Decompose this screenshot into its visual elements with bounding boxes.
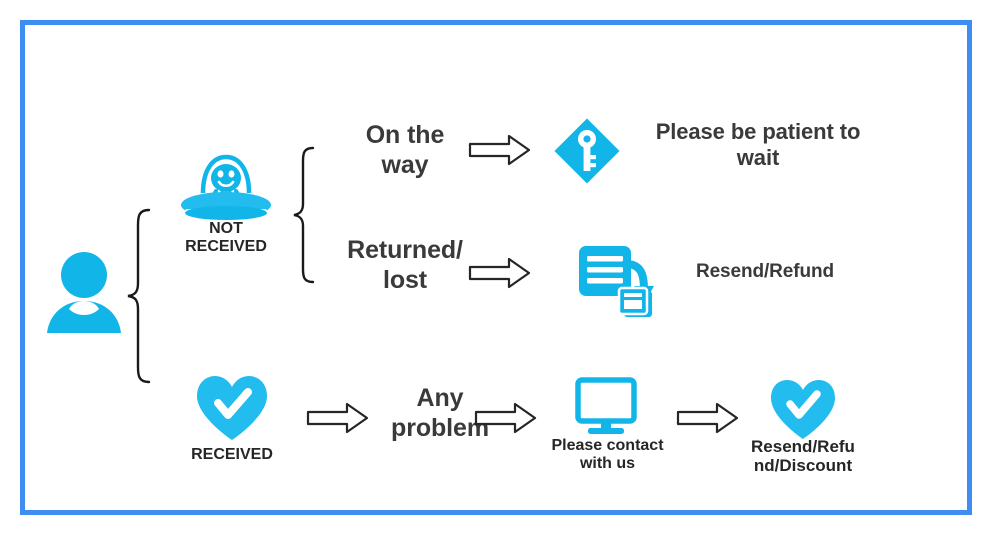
diagram-frame: NOT RECEIVED On the way — [20, 20, 972, 515]
person-icon — [45, 247, 123, 335]
key-diamond-icon — [547, 111, 627, 191]
on-the-way-line2: way — [381, 150, 429, 179]
not-received-caption: NOT RECEIVED — [165, 220, 287, 256]
label-please-be-patient: Please be patient to wait — [633, 119, 883, 171]
contact-caption-line2: with us — [579, 455, 636, 473]
brace-customer-branch — [125, 207, 153, 385]
please-be-patient-line1: Please be patient to — [655, 119, 861, 144]
arrow-on-the-way-icon — [468, 133, 532, 167]
any-problem-line1: Any — [416, 384, 464, 412]
contact-caption: Please contact with us — [525, 437, 690, 473]
label-resend-refund: Resend/Refund — [695, 261, 835, 282]
document-refresh-icon — [558, 234, 654, 322]
not-received-caption-line2: RECEIVED — [185, 238, 267, 256]
returned-lost-line2: lost — [382, 265, 428, 294]
brace-not-received-branch — [291, 145, 317, 285]
not-received-caption-line1: NOT — [209, 220, 243, 237]
contact-caption-line1: Please contact — [551, 437, 664, 454]
label-on-the-way: On the way — [325, 121, 485, 180]
final-heart-caption-line1: Resend/Refu — [751, 437, 855, 456]
any-problem-line2: problem — [391, 413, 489, 442]
arrow-received-icon — [306, 401, 370, 435]
received-caption: RECEIVED — [191, 446, 273, 463]
arrow-any-problem-icon — [474, 401, 538, 435]
arrow-contact-icon — [676, 401, 740, 435]
label-returned-lost: Returned/ lost — [315, 236, 495, 295]
on-the-way-line1: On the — [365, 121, 445, 149]
monitor-icon — [570, 374, 642, 440]
ufo-alien-icon — [179, 147, 273, 229]
final-heart-caption: Resend/Refu nd/Discount — [722, 437, 884, 476]
arrow-returned-lost-icon — [468, 256, 532, 290]
returned-lost-line1: Returned/ — [347, 236, 463, 264]
label-any-problem: Any problem — [365, 384, 515, 443]
final-heart-caption-line2: nd/Discount — [753, 456, 853, 476]
heart-check-icon-final — [767, 377, 839, 443]
heart-check-icon-received — [193, 373, 271, 445]
please-be-patient-line2: wait — [736, 144, 780, 170]
